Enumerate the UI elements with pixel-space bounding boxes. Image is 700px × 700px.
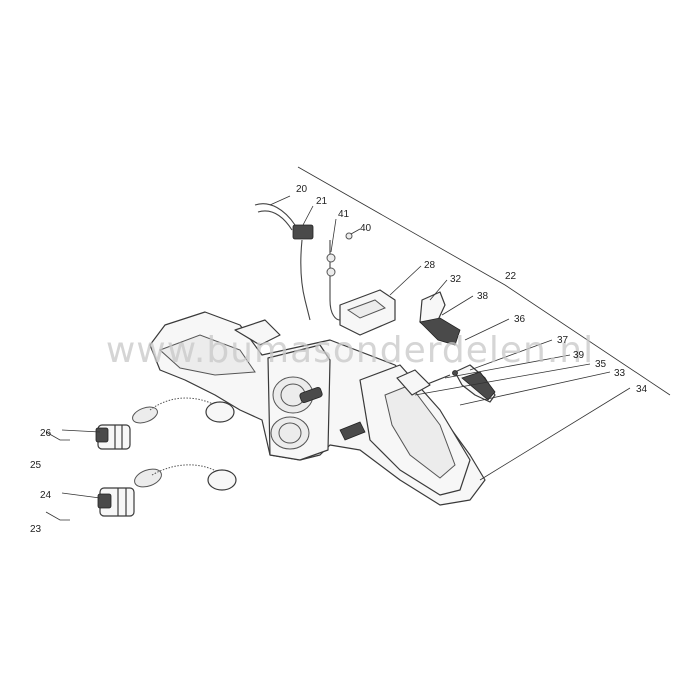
label-part-20: 20 [296,184,308,195]
label-part-34: 34 [636,384,648,395]
label-part-33: 33 [614,368,626,379]
label-part-38: 38 [477,291,489,302]
label-part-26: 26 [40,428,52,439]
label-part-21: 21 [316,196,328,207]
cap-assembly-upper [95,397,235,450]
cap-assembly-lower [97,464,237,517]
switch-body [292,224,314,240]
housing-fittings [299,386,366,441]
group-brackets [45,166,671,521]
label-part-37: 37 [557,335,569,346]
label-part-41: 41 [338,209,350,220]
label-part-25: 25 [30,460,42,471]
label-part-35: 35 [595,359,607,370]
label-part-39: 39 [573,350,585,361]
switch-and-wiring [254,203,353,321]
watermark-text: www.bumasonderdelen.nl [106,330,594,371]
label-part-24: 24 [40,490,52,501]
top-bracket [339,289,396,336]
label-part-32: 32 [450,274,462,285]
label-part-40: 40 [360,223,372,234]
part-number-labels: 20 21 41 40 22 28 32 38 36 37 39 35 33 3… [30,184,648,535]
screw-40 [345,232,353,240]
label-part-28: 28 [424,260,436,271]
leader-lines [61,195,631,499]
nut-41 [326,253,336,263]
label-part-23: 23 [30,524,42,535]
label-part-36: 36 [514,314,526,325]
tank-housing [149,311,486,506]
label-part-22: 22 [505,271,517,282]
